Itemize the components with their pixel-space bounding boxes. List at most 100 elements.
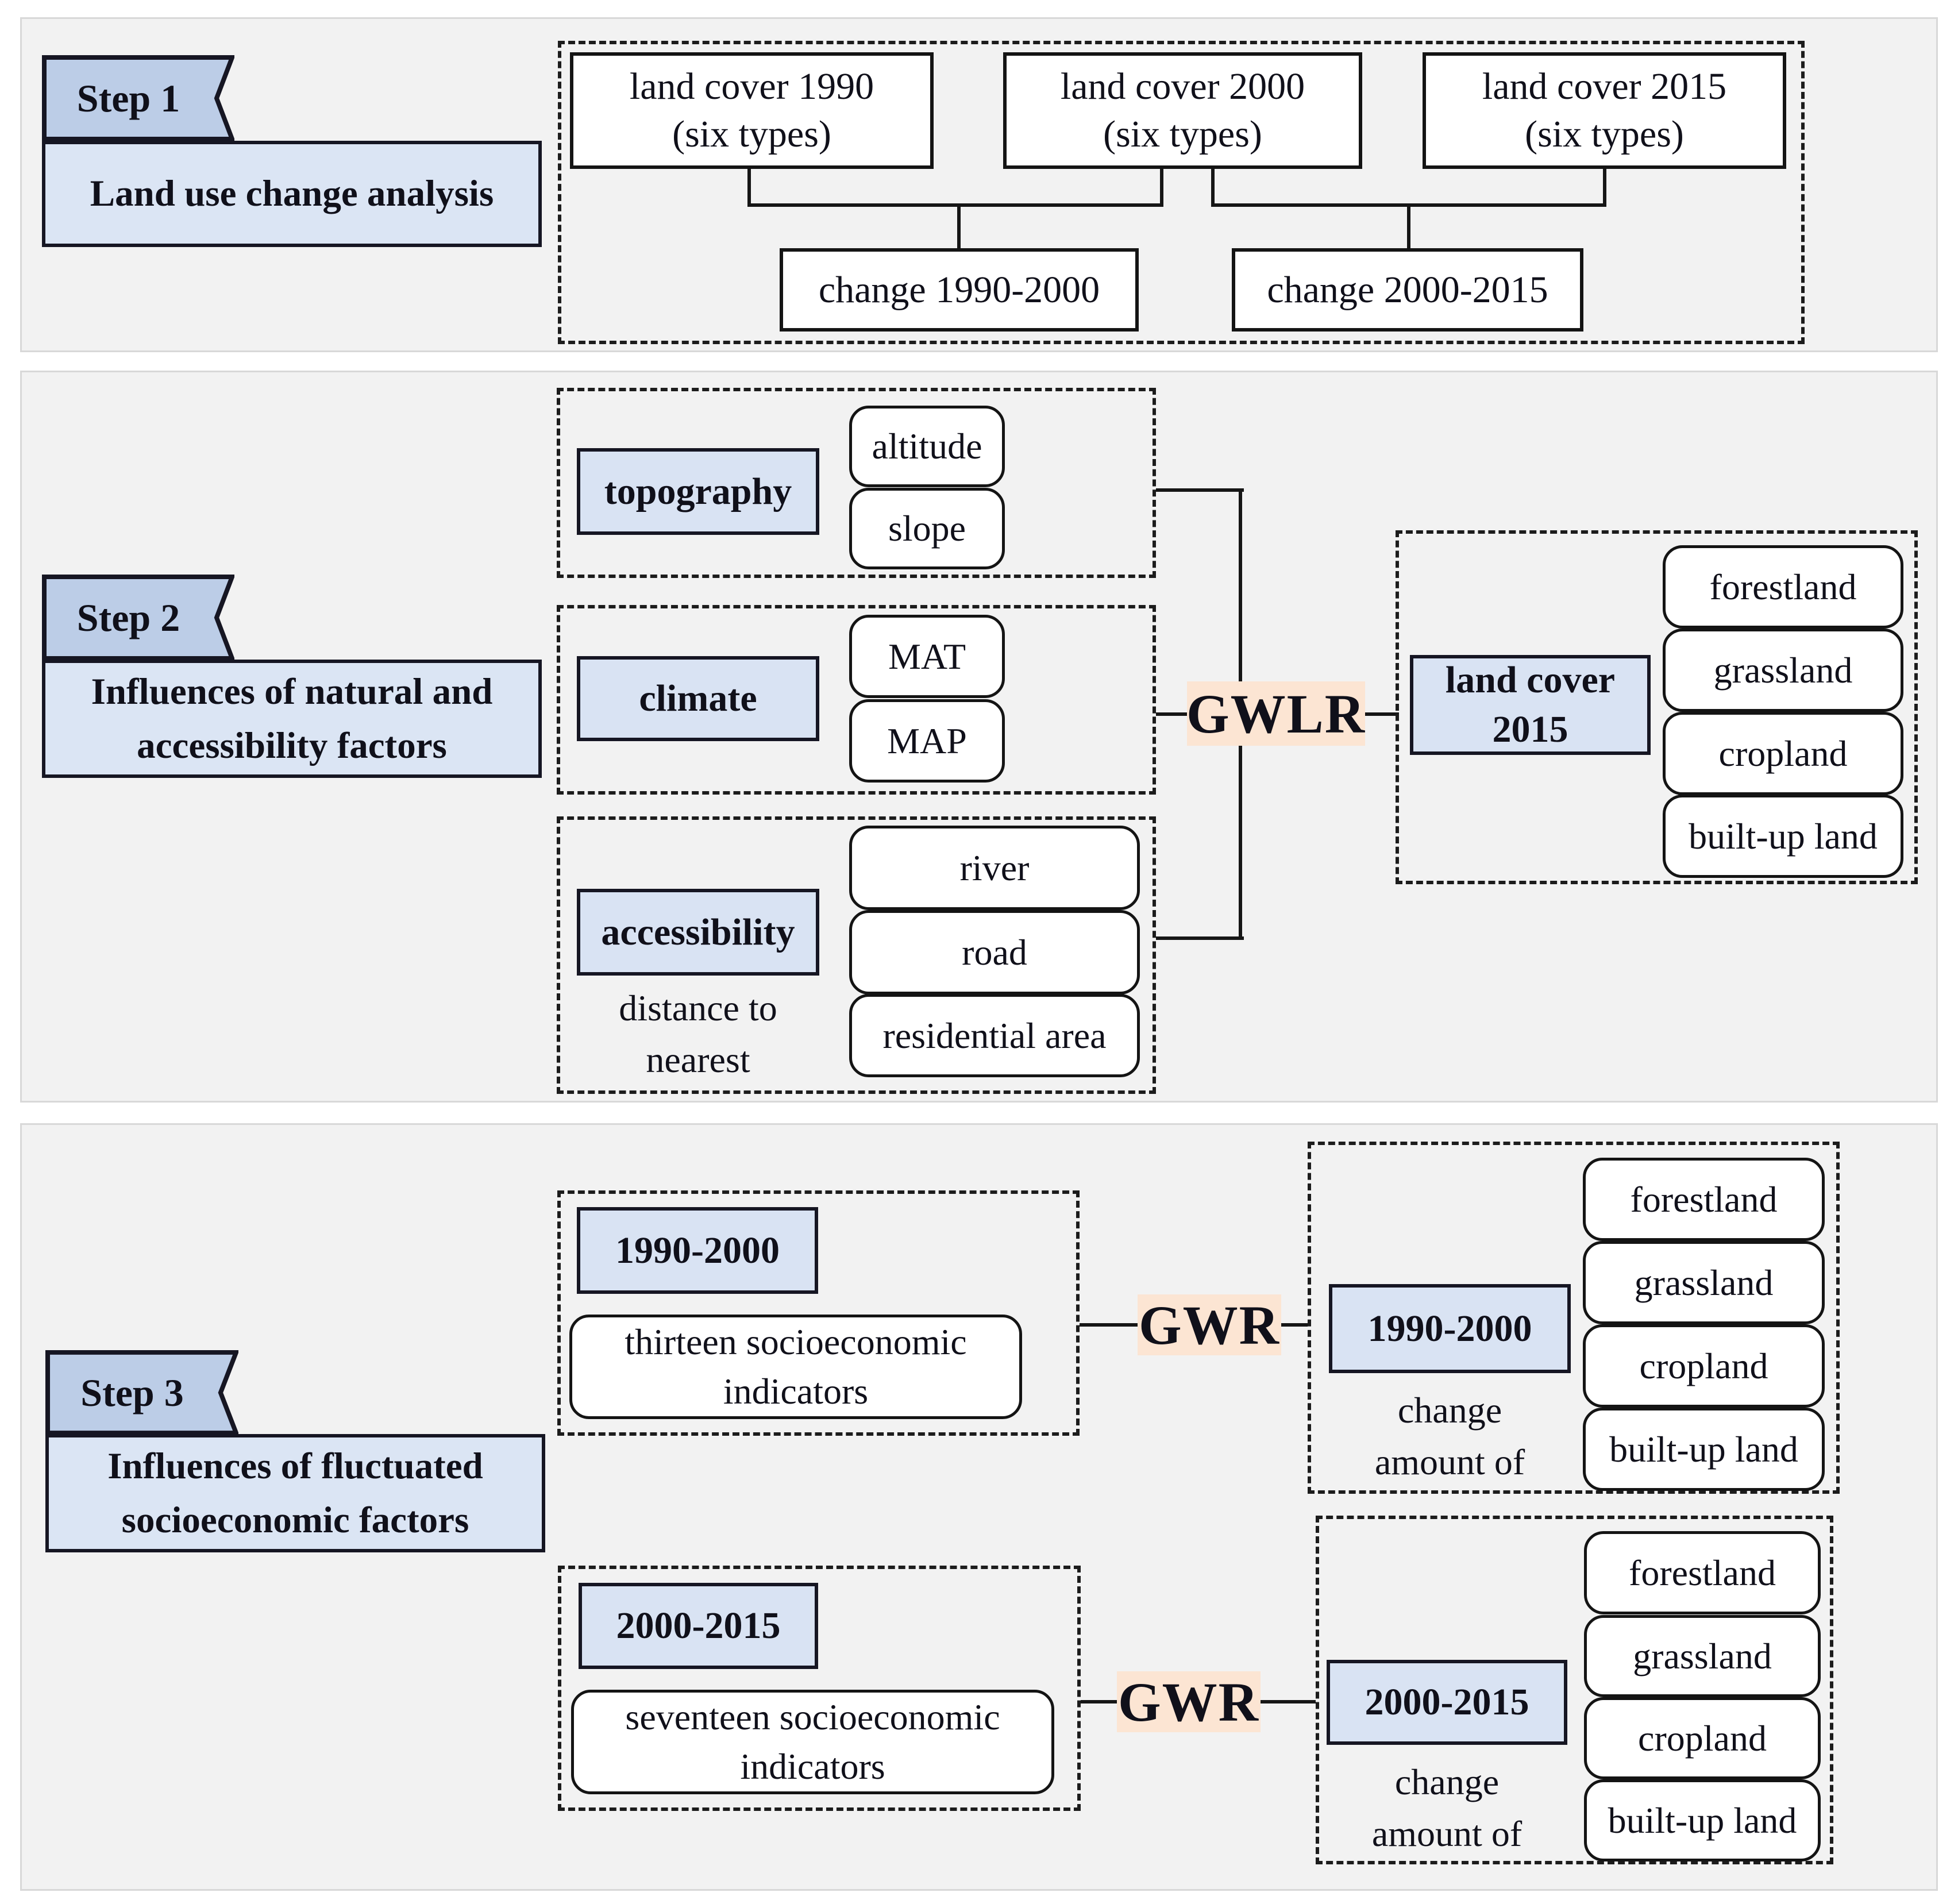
built-up-land-1990-label: built-up land: [1609, 1428, 1798, 1470]
step2-title-line1: Influences of natural and: [91, 670, 493, 712]
indicators-1990-2000-group: [557, 1190, 1080, 1436]
change-period-1990-2000-label: 1990-2000: [1367, 1307, 1532, 1350]
change-period-2000-2015-label: 2000-2015: [1365, 1681, 1529, 1724]
land-cover-2015-chip: land cover 2015: [1410, 655, 1651, 755]
land-cover-2000-box: land cover 2000 (six types): [1003, 52, 1362, 169]
forestland-box-1990: forestland: [1583, 1158, 1825, 1241]
period-2000-2015-label: 2000-2015: [616, 1605, 781, 1647]
flag-banner-shape: [42, 575, 234, 661]
distance-note-line1: distance to: [619, 988, 777, 1028]
step3-title-line1: Influences of fluctuated: [107, 1445, 483, 1487]
seventeen-indicators-box: seventeen socioeconomic indicators: [571, 1690, 1054, 1794]
gwr-method-box-1: GWR: [1138, 1294, 1281, 1356]
connector: [1281, 1323, 1308, 1327]
map-label: MAP: [887, 720, 967, 761]
connector: [747, 203, 1163, 207]
seventeen-indicators-line1: seventeen socioeconomic: [625, 1696, 1000, 1737]
change-period-1990-2000-chip: 1990-2000: [1329, 1284, 1571, 1373]
change-amount-note-2-line2: amount of: [1371, 1813, 1523, 1854]
road-box: road: [849, 910, 1140, 995]
connector: [1081, 1700, 1117, 1703]
built-up-land-box: built-up land: [1663, 795, 1903, 878]
change-2000-2015-output-group: [1316, 1516, 1833, 1864]
land-cover-1990-box: land cover 1990 (six types): [570, 52, 934, 169]
topography-label: topography: [604, 470, 792, 512]
forestland-1990-label: forestland: [1630, 1178, 1778, 1220]
step1-dashed-group: [558, 41, 1805, 344]
thirteen-indicators-box: thirteen socioeconomic indicators: [569, 1315, 1022, 1419]
change-amount-note-2-line1: change: [1394, 1762, 1500, 1802]
climate-group: [557, 605, 1156, 795]
indicators-2000-2015-group: [558, 1566, 1081, 1811]
mat-box: MAT: [849, 615, 1005, 698]
accessibility-chip: accessibility: [577, 889, 819, 976]
step1-flag-label: Step 1: [76, 76, 180, 120]
connector: [957, 203, 961, 248]
step1-title: Land use change analysis: [90, 173, 494, 215]
residential-area-box: residential area: [849, 994, 1140, 1077]
grassland-1990-label: grassland: [1634, 1262, 1774, 1303]
land-cover-2015-chip-line1: land cover: [1445, 659, 1616, 702]
cropland-box-1990: cropland: [1583, 1324, 1825, 1408]
step3-flag-label: Step 3: [80, 1370, 184, 1414]
accessibility-label: accessibility: [601, 911, 795, 953]
land-cover-2000-line2: (six types): [1103, 113, 1262, 155]
flag-banner-shape: [45, 1350, 238, 1435]
connector: [1160, 167, 1163, 207]
step2-flag: Step 2: [42, 575, 234, 661]
accessibility-group: [557, 816, 1156, 1094]
change-amount-note-1-line2: amount of: [1374, 1441, 1525, 1482]
grassland-box-1990: grassland: [1583, 1241, 1825, 1324]
gwlr-method-box: GWLR: [1186, 681, 1365, 746]
connector: [1211, 167, 1215, 207]
connector: [1080, 1323, 1138, 1327]
step3-flag: Step 3: [45, 1350, 238, 1435]
altitude-box: altitude: [849, 406, 1005, 487]
connector: [1361, 712, 1399, 716]
connector: [1603, 167, 1606, 207]
panel-step2: Step 2 Influences of natural and accessi…: [20, 371, 1938, 1103]
panel-step1: Step 1 Land use change analysis land cov…: [20, 17, 1938, 352]
connector: [1156, 936, 1244, 940]
change-1990-2000-label: change 1990-2000: [818, 268, 1100, 311]
connector: [1407, 203, 1410, 248]
map-box: MAP: [849, 699, 1005, 783]
grassland-label: grassland: [1713, 649, 1853, 691]
distance-note: distance to nearest: [577, 982, 819, 1085]
grassland-2015-label: grassland: [1633, 1635, 1772, 1676]
change-1990-2000-output-group: [1308, 1142, 1840, 1494]
thirteen-indicators-line2: indicators: [723, 1371, 869, 1412]
built-up-land-box-2015: built-up land: [1584, 1779, 1821, 1861]
climate-chip: climate: [577, 656, 819, 741]
flag-banner-shape: [42, 55, 234, 141]
gwr-2-label: GWR: [1118, 1671, 1259, 1733]
cropland-box: cropland: [1663, 712, 1903, 795]
step1-flag: Step 1: [42, 55, 234, 141]
slope-box: slope: [849, 488, 1005, 569]
panel-step3: Step 3 Influences of fluctuated socioeco…: [20, 1123, 1938, 1891]
land-cover-2015-output-group: [1396, 530, 1918, 884]
land-cover-2015-line1: land cover 2015: [1482, 65, 1727, 108]
distance-note-line2: nearest: [646, 1039, 750, 1080]
change-2000-2015-label: change 2000-2015: [1267, 268, 1548, 311]
change-period-2000-2015-chip: 2000-2015: [1327, 1660, 1567, 1745]
topography-group: [557, 388, 1156, 578]
gwr-1-label: GWR: [1139, 1294, 1280, 1356]
land-cover-2015-line2: (six types): [1525, 113, 1684, 155]
connector: [1156, 712, 1196, 716]
step3-title-line2: socioeconomic factors: [121, 1500, 469, 1541]
step2-title-box: Influences of natural and accessibility …: [42, 660, 542, 778]
connector: [747, 167, 751, 207]
river-box: river: [849, 826, 1140, 910]
step2-flag-label: Step 2: [76, 595, 180, 639]
cropland-2015-label: cropland: [1638, 1717, 1767, 1759]
climate-label: climate: [639, 677, 757, 720]
forestland-box: forestland: [1663, 545, 1903, 629]
forestland-box-2015: forestland: [1584, 1531, 1821, 1614]
change-2000-2015-box: change 2000-2015: [1232, 248, 1583, 332]
river-label: river: [959, 847, 1030, 888]
forestland-2015-label: forestland: [1629, 1552, 1776, 1593]
altitude-label: altitude: [872, 426, 982, 467]
gwr-method-box-2: GWR: [1117, 1671, 1261, 1733]
change-amount-note-2: change amount of: [1327, 1756, 1567, 1859]
